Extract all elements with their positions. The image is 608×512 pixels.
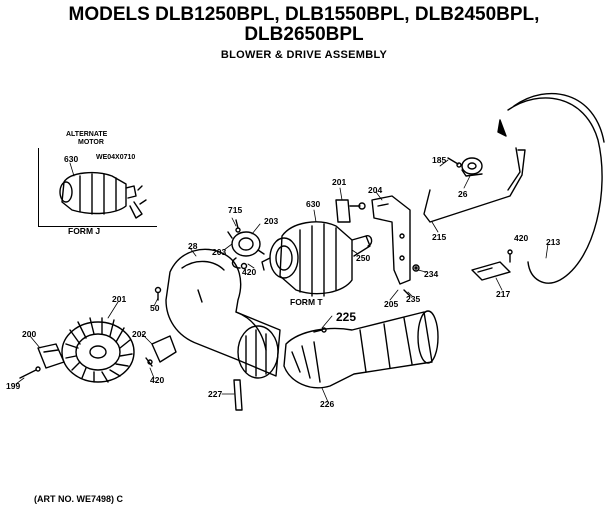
bracket-202 [145,335,177,367]
models-title-line2: DLB2650BPL [244,24,364,45]
callout-250: 250 [356,253,371,263]
form-j-label: FORM J [68,226,101,236]
blower-housing [165,248,281,379]
screw-199 [19,366,41,379]
screw-715 [235,219,241,233]
duct-strip [233,379,243,411]
callout-200: 200 [22,329,37,339]
callout-26: 26 [458,189,468,199]
callout-630-inset: 630 [64,154,79,164]
idler-pulley [461,157,483,177]
callout-213: 213 [546,237,561,247]
callout-225: 225 [336,310,357,324]
callout-235: 235 [406,294,421,304]
callout-630: 630 [306,199,321,209]
callout-203b: 203 [212,247,227,257]
callout-715: 715 [228,205,243,215]
callout-199: 199 [6,381,21,391]
callout-204: 204 [368,185,383,195]
alternate-motor-inset [38,148,157,227]
screw-234 [412,264,420,272]
assembly-subtitle: BLOWER & DRIVE ASSEMBLY [220,49,388,61]
callout-201b: 201 [112,294,127,304]
callout-217: 217 [496,289,511,299]
callout-203a: 203 [264,216,279,226]
clamp-200 [37,343,65,369]
callout-226: 226 [320,399,335,409]
motor-bracket [371,195,411,285]
inset-part-number: WE04X0710 [96,154,136,161]
exhaust-duct [283,310,439,389]
callout-28: 28 [188,241,198,251]
form-t-label: FORM T [290,297,323,307]
screw-420a [507,249,513,263]
callout-420c: 420 [150,375,165,385]
callout-420b: 420 [242,267,257,277]
screw-185 [447,157,462,168]
alternate-motor [59,171,147,219]
callout-205: 205 [384,299,399,309]
drum-belt [497,92,605,284]
inset-label-motor: MOTOR [78,139,104,146]
screw-235 [403,289,411,297]
blower-wheel [61,317,135,383]
art-number: (ART NO. WE7498) C [34,494,124,504]
motor-mount-ring [227,231,265,257]
switch-201 [335,199,366,223]
drive-motor [261,221,373,297]
callout-227: 227 [208,389,223,399]
callout-185: 185 [432,155,447,165]
idler-arm [423,147,526,223]
callout-50: 50 [150,303,160,313]
callout-201: 201 [332,177,347,187]
callout-234: 234 [424,269,439,279]
clip-203b [231,257,248,270]
screw-225 [313,327,327,333]
switch-217 [471,261,511,281]
inset-label-alternate: ALTERNATE [66,131,108,138]
models-title: MODELS DLB1250BPL, DLB1550BPL, DLB2450BP… [68,4,540,25]
leader-lines [15,159,549,403]
callout-420a: 420 [514,233,529,243]
callout-215: 215 [432,232,447,242]
callout-202: 202 [132,329,147,339]
